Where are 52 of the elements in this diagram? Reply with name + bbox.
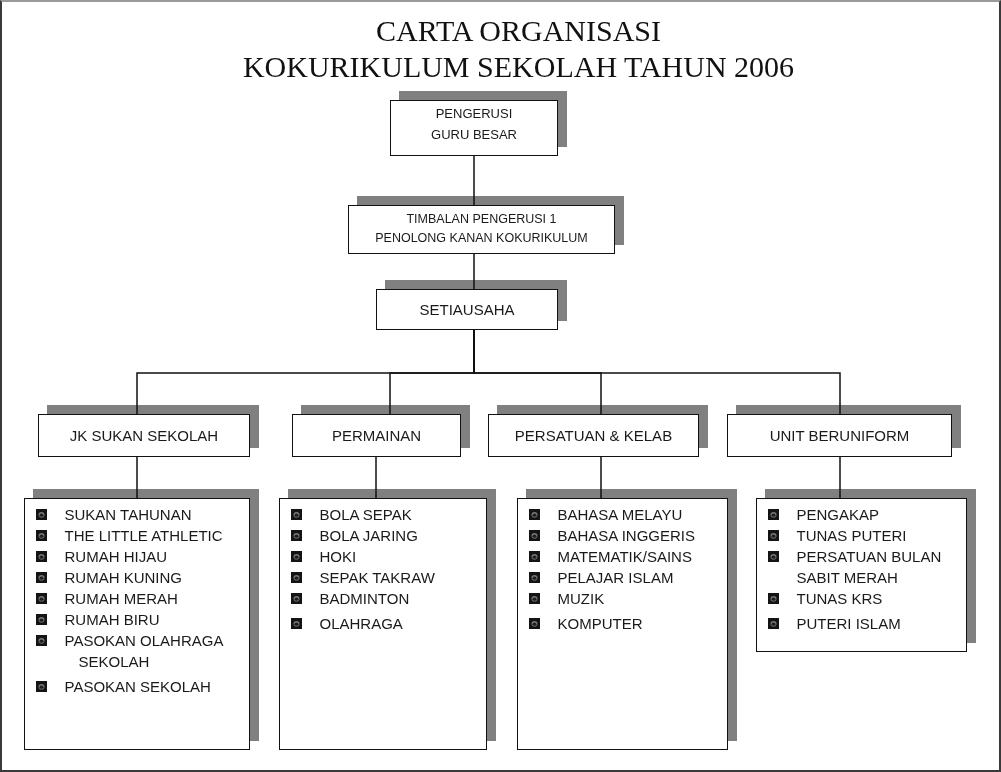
list-item-text: PERSATUAN BULAN SABIT MERAH: [796, 547, 943, 588]
list-item-text: PASOKAN OLAHRAGA SEKOLAH: [64, 631, 225, 672]
box-label: UNIT BERUNIFORM: [769, 425, 910, 446]
org-box: [390, 100, 558, 156]
list-item-text: SEPAK TAKRAW: [319, 568, 435, 588]
list-item-text: PUTERI ISLAM: [796, 614, 901, 634]
connector-line: [136, 456, 138, 499]
list-item-text: PENGAKAP: [796, 505, 880, 525]
box-label: JK SUKAN SEKOLAH: [69, 425, 219, 446]
list-item-text: PELAJAR ISLAM: [557, 568, 674, 588]
list-item-text: MATEMATIK/SAINS: [557, 547, 692, 567]
list-item-text: RUMAH BIRU: [64, 610, 160, 630]
box-label: TIMBALAN PENGERUSI 1: [406, 210, 557, 228]
box-label: GURU BESAR: [431, 126, 517, 144]
chart-title: CARTA ORGANISASI KOKURIKULUM SEKOLAH TAHUN 2006: [241, 13, 796, 85]
list-item-text: RUMAH MERAH: [64, 589, 178, 609]
org-box: [348, 205, 615, 254]
box-label: PENGERUSI: [435, 105, 513, 123]
list-item-text: HOKI: [319, 547, 357, 567]
connector-line: [600, 456, 602, 499]
connector-line: [375, 456, 377, 499]
list-item-text: RUMAH HIJAU: [64, 547, 167, 567]
list-item-text: MUZIK: [557, 589, 605, 609]
org-box: [292, 414, 461, 457]
list-item-text: BOLA JARING: [319, 526, 418, 546]
list-item-text: BAHASA INGGERIS: [557, 526, 696, 546]
list-item-text: SUKAN TAHUNAN: [64, 505, 192, 525]
connector-line: [473, 253, 475, 290]
activity-list-panel: [279, 498, 487, 750]
list-item-text: BAHASA MELAYU: [557, 505, 683, 525]
activity-list-panel: [756, 498, 967, 652]
list-item-text: TUNAS PUTERI: [796, 526, 907, 546]
list-item-text: THE LITTLE ATHLETIC: [64, 526, 223, 546]
list-item-text: BADMINTON: [319, 589, 410, 609]
activity-list-panel: [517, 498, 728, 750]
box-label: PERSATUAN & KELAB: [514, 425, 673, 446]
box-label: SETIAUSAHA: [419, 299, 515, 320]
connector-line: [839, 456, 841, 499]
org-box: [727, 414, 952, 457]
box-label: PERMAINAN: [331, 425, 422, 446]
connector-line: [473, 155, 475, 206]
org-box: [488, 414, 699, 457]
org-box: [38, 414, 250, 457]
list-item-text: PASOKAN SEKOLAH: [64, 677, 211, 697]
list-item-text: OLAHRAGA: [319, 614, 403, 634]
activity-list-panel: [24, 498, 250, 750]
box-label: PENOLONG KANAN KOKURIKULUM: [375, 229, 588, 247]
list-item-text: TUNAS KRS: [796, 589, 883, 609]
list-item-text: RUMAH KUNING: [64, 568, 182, 588]
org-box: [376, 289, 558, 330]
list-item-text: KOMPUTER: [557, 614, 643, 634]
list-item-text: BOLA SEPAK: [319, 505, 412, 525]
